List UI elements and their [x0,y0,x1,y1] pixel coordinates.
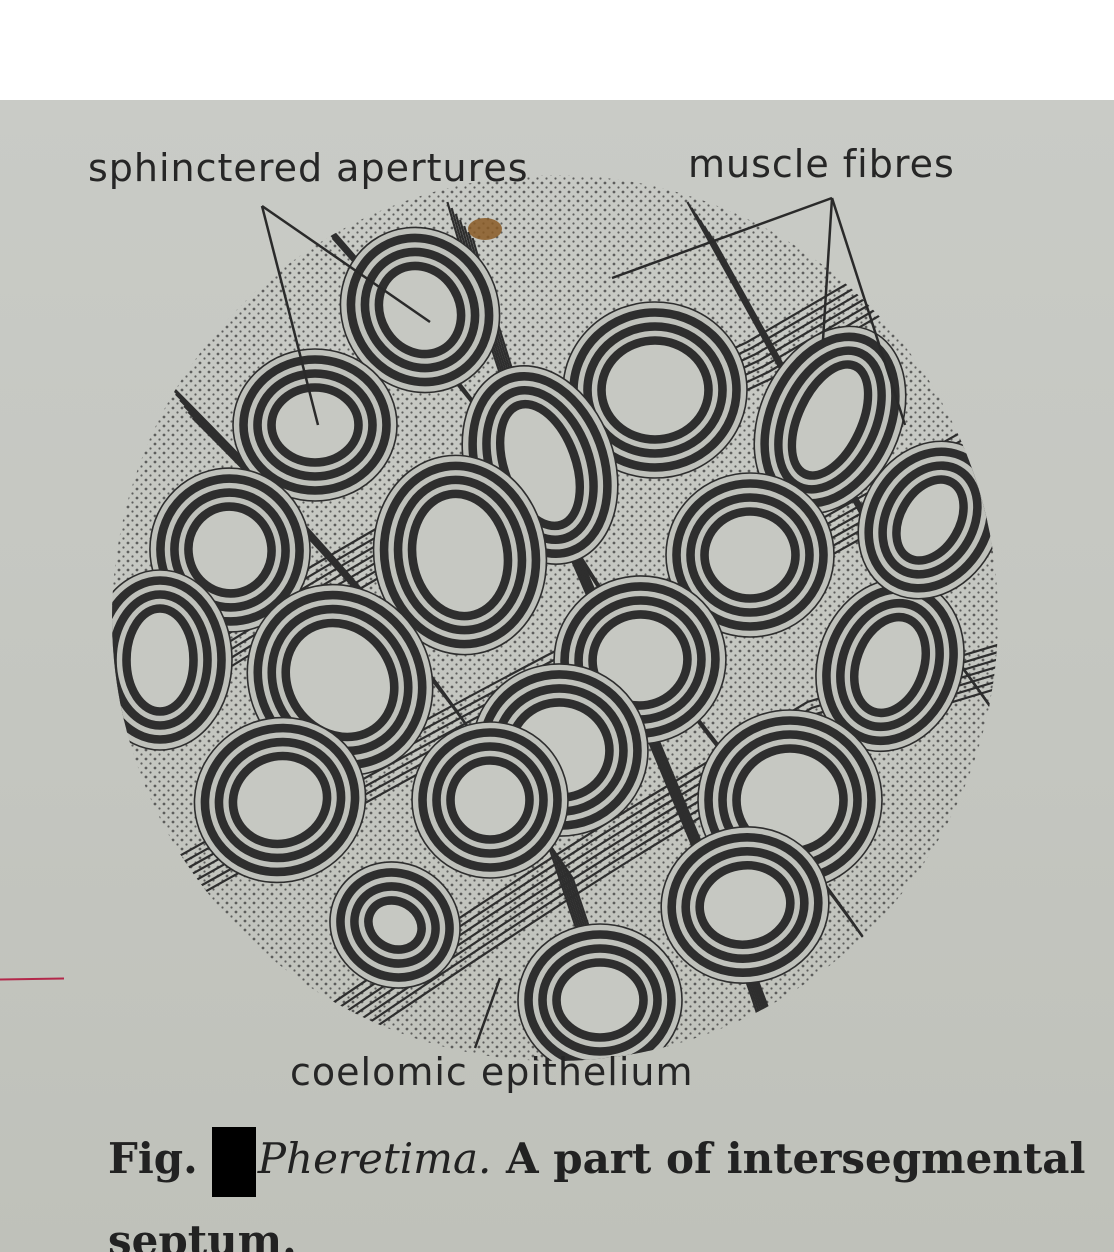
leader-sphincter-1 [260,205,320,426]
page-scan: sphinctered apertures muscle fibres coel… [0,100,1114,1252]
figure-caption: Fig. Pheretima. A part of intersegmental … [108,1118,1108,1252]
label-muscle-fibres: muscle fibres [688,142,955,186]
sphinctered-aperture [193,716,367,884]
aperture-hole [899,482,961,558]
sphinctered-aperture [857,440,998,600]
sphinctered-aperture [329,861,461,989]
sphinctered-aperture [112,569,233,751]
aperture-hole [414,496,506,614]
aperture-hole [604,343,706,437]
aperture-hole [191,509,269,591]
label-coelomic-epithelium: coelomic epithelium [290,1050,694,1094]
leader-muscle-3 [830,197,907,426]
sphinctered-aperture [411,721,569,879]
aperture-hole [856,619,924,711]
aperture-hole [235,758,325,842]
sphinctered-aperture [753,325,907,515]
sphinctered-aperture [660,826,830,984]
sphinctered-apertures [112,226,998,1061]
aperture-hole [707,514,793,596]
label-sphinctered-apertures: sphinctered apertures [88,146,529,190]
aperture-hole [371,903,419,947]
sphinctered-aperture [339,226,501,394]
aperture-hole [702,868,788,942]
leader-sphincter-2 [261,204,431,324]
aperture-hole [453,763,527,837]
aperture-hole [794,367,866,473]
aperture-hole [559,965,641,1035]
caption-fig: Fig. [108,1134,198,1183]
aperture-hole [129,611,191,709]
aperture-hole [595,617,685,703]
caption-genus: Pheretima. [257,1134,492,1183]
leader-lines [260,196,907,1049]
leader-coelomic [473,977,502,1049]
caption-description: A part of intersegmental septum. [108,1134,1086,1252]
redacted-figure-number [211,1127,256,1197]
septum-diagram [112,175,998,1061]
sphinctered-aperture [665,472,835,638]
sphinctered-aperture [815,577,965,753]
sphinctered-aperture [372,454,548,656]
ink-stain [468,218,502,240]
aperture-hole [288,625,392,735]
leader-muscle-2 [821,197,834,341]
sphinctered-aperture [232,348,398,502]
leader-muscle-1 [611,196,833,280]
sphinctered-aperture [517,923,683,1061]
sphinctered-aperture [562,301,748,479]
aperture-hole [274,390,356,460]
aperture-hole [381,268,459,352]
